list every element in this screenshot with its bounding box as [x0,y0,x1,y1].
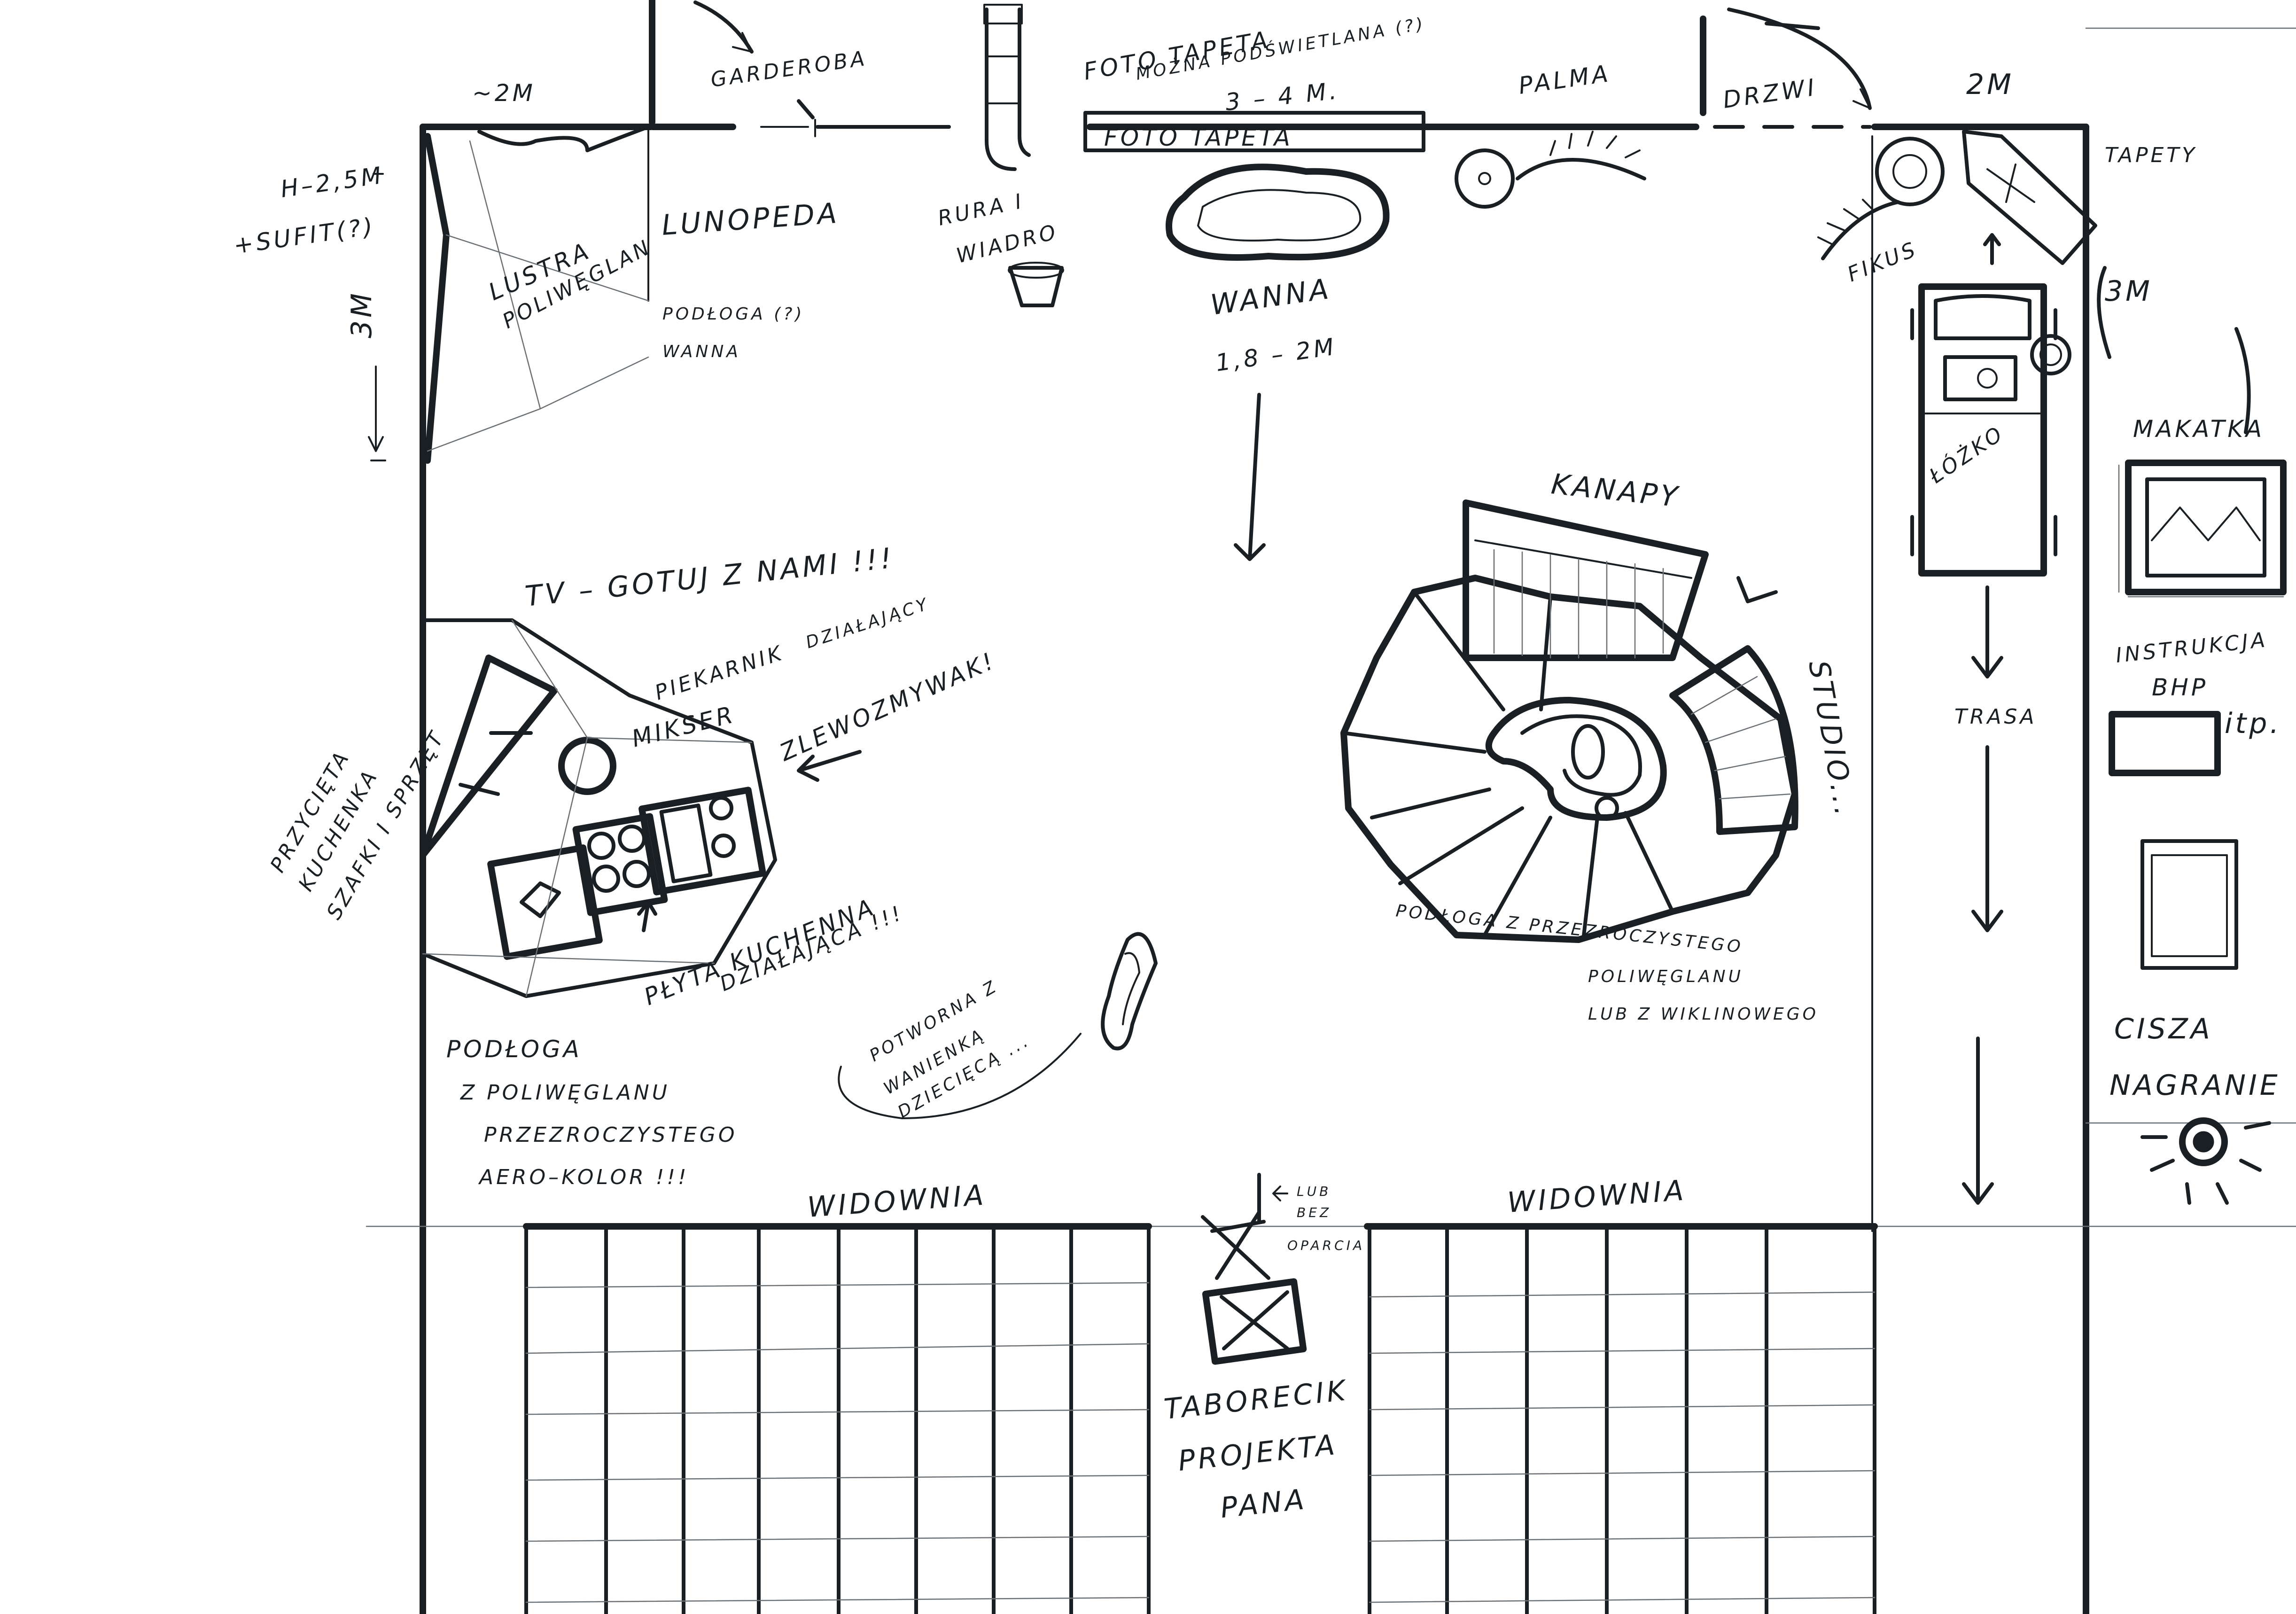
route-arrows [1234,233,2251,1205]
label-backrest: OPARCIA [1287,1238,1365,1253]
label-silence: CISZA [2114,1013,2213,1045]
label-audience-left: WIDOWNIA [806,1179,987,1224]
photo-wallpaper-bar [1083,111,1425,152]
carpet-icon [1962,130,2097,265]
label-sink: ZLEWOZMYWAK! [775,647,1000,767]
label-height-3m-right: 3M [2105,275,2153,308]
label-photo-size: 3 – 4 M. [1224,77,1340,116]
label-door: DRZWI [1721,73,1819,114]
label-floor-2: Z POLIWĘGLANU [460,1081,670,1105]
label-floor-3: PRZEZROCZYSTEGO [484,1123,737,1147]
label-photo-wallpaper-bar: FOTO TAPETA [1104,124,1293,151]
frame-icon [2140,839,2238,970]
label-pipe: RURA I [936,189,1027,231]
wall-hanging-icon [2118,460,2287,598]
label-lunopeda: LUNOPEDA [661,197,841,242]
label-mixer: MIKSER [629,701,738,753]
folding-chair-icon [1201,1173,1288,1280]
label-recording: NAGRANIE [2109,1069,2280,1102]
label-height-3m: 3M [345,290,378,338]
label-audience-right: WIDOWNIA [1506,1174,1687,1219]
label-bathtub-size: 1,8 – 2M [1214,333,1339,377]
label-wall-hanging: MAKATKA [2133,415,2265,443]
label-studio: STUDIO... [1802,658,1862,820]
label-bed: ŁÓŻKO [1924,420,2009,488]
label-safety: BHP [2152,674,2208,701]
label-oven-working: DZIAŁAJĄCY [803,594,932,653]
child-tub-note-bubble [838,1033,1082,1119]
label-floor-tub: WANNA [662,342,741,361]
label-studio-floor-2: POLIWĘGLANU [1588,967,1743,986]
label-ceiling: +SUFIT(?) [232,212,377,259]
label-corner-2m: 2M [1966,68,2014,101]
bed-icon [1910,283,2071,577]
label-mister: PANA [1219,1483,1308,1525]
stool-icon [1202,1278,1307,1365]
label-route: TRASA [1954,705,2037,729]
label-hob: PŁYTA KUCHENNA [640,893,879,1011]
label-palm: PALMA [1517,60,1612,100]
label-height: H–2,5M [279,162,386,203]
bhp-instructions-board [2109,711,2221,776]
audience-right [1364,1223,1878,1614]
kitchen-layout [420,618,862,998]
label-bathtub: WANNA [1208,273,1333,322]
label-floor-question: PODŁOGA (?) [662,304,804,324]
bucket-icon [1008,262,1064,307]
label-instructions: INSTRUKCJA [2115,628,2269,668]
label-ficus: FIKUS [1844,237,1921,287]
label-floor-1: PODŁOGA [446,1036,582,1063]
bathtub-icon [1166,164,1390,261]
pipe-icon [983,4,1031,171]
label-stool: TABORECIK [1162,1374,1349,1426]
label-or: LUB [1297,1184,1331,1199]
label-wardrobe: GARDEROBA [709,47,869,92]
wardrobe-door [649,0,816,137]
label-wall-2m: ~2M [472,79,536,107]
child-tub-icon [1101,932,1158,1051]
studio-circle [1340,499,1798,943]
label-bucket: WIADRO [954,220,1060,268]
label-floor-4: AERO–KOLOR !!! [478,1165,689,1189]
palm-icon [1455,131,1646,209]
recording-light-icon [2140,1117,2271,1205]
door-icon [1700,8,1872,116]
audience-left [523,1223,1152,1614]
label-oven: PIEKARNIK [652,641,787,705]
label-studio-floor-3: LUB Z WIKLINOWEGO [1588,1005,1819,1024]
ficus-icon [1817,137,1945,260]
label-carpets: TAPETY [2105,143,2197,167]
label-without: BEZ [1297,1205,1331,1220]
label-tv-cook: TV – GOTUJ Z NAMI !!! [523,542,896,613]
label-etc: itp. [2225,707,2281,740]
label-sofas: KANAPY [1549,468,1681,514]
label-designer: PROJEKTA [1176,1428,1339,1478]
mirror-area [368,125,650,464]
